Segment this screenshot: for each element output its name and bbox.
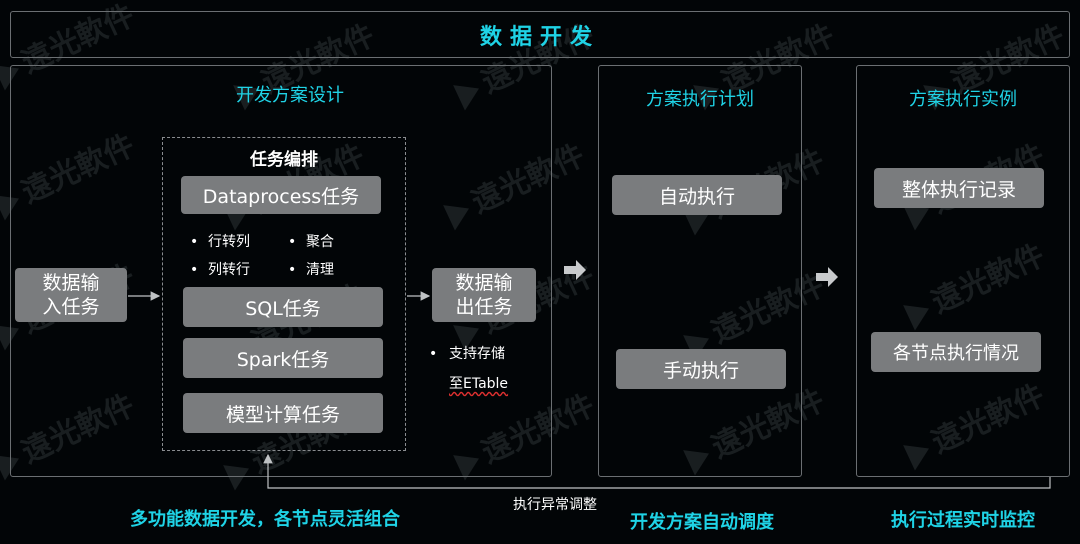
bullet-label: 聚合 bbox=[306, 234, 334, 250]
bullet-row-to-col: •行转列 bbox=[190, 234, 250, 250]
instance-panel bbox=[856, 65, 1070, 477]
task-group-title: 任务编排 bbox=[250, 150, 318, 170]
task-group bbox=[162, 137, 406, 451]
bullet-label: 行转列 bbox=[208, 234, 250, 250]
bullet-col-to-row: •列转行 bbox=[190, 262, 250, 278]
bullet-aggregate: •聚合 bbox=[288, 234, 334, 250]
design-footer: 多功能数据开发，各节点灵活组合 bbox=[130, 509, 400, 530]
output-note-line: 至ETable bbox=[449, 376, 509, 392]
sql-task-box[interactable]: SQL任务 bbox=[183, 287, 383, 327]
manual-execute-box[interactable]: 手动执行 bbox=[616, 349, 786, 389]
auto-execute-box[interactable]: 自动执行 bbox=[612, 175, 782, 215]
dataprocess-task-box[interactable]: Dataprocess任务 bbox=[181, 176, 381, 214]
bullet-label: 列转行 bbox=[208, 262, 250, 278]
page-title: 数据开发 bbox=[479, 24, 600, 50]
output-task-box[interactable]: 数据输 出任务 bbox=[432, 268, 536, 322]
flow-arrow-icon bbox=[816, 267, 838, 287]
design-header: 开发方案设计 bbox=[236, 85, 344, 106]
model-task-box[interactable]: 模型计算任务 bbox=[183, 393, 383, 433]
node-status-box[interactable]: 各节点执行情况 bbox=[871, 332, 1041, 372]
plan-header: 方案执行计划 bbox=[646, 89, 754, 110]
exception-label: 执行异常调整 bbox=[490, 494, 620, 514]
input-task-box[interactable]: 数据输 入任务 bbox=[15, 268, 127, 322]
output-note-storage: •支持存储 bbox=[429, 346, 505, 362]
plan-panel bbox=[598, 65, 802, 477]
plan-footer: 开发方案自动调度 bbox=[630, 512, 774, 533]
instance-header: 方案执行实例 bbox=[909, 89, 1017, 110]
output-note-line: 支持存储 bbox=[449, 346, 505, 362]
bullet-label: 清理 bbox=[306, 262, 334, 278]
design-panel bbox=[10, 65, 552, 477]
instance-footer: 执行过程实时监控 bbox=[891, 510, 1035, 531]
spark-task-box[interactable]: Spark任务 bbox=[183, 338, 383, 378]
bullet-cleanse: •清理 bbox=[288, 262, 334, 278]
overall-record-box[interactable]: 整体执行记录 bbox=[874, 168, 1044, 208]
exception-feedback-line bbox=[263, 453, 1051, 489]
output-note-etable: 至ETable bbox=[449, 373, 508, 393]
title-bar: 数据开发 bbox=[10, 11, 1070, 58]
flow-arrow-icon bbox=[564, 260, 586, 280]
